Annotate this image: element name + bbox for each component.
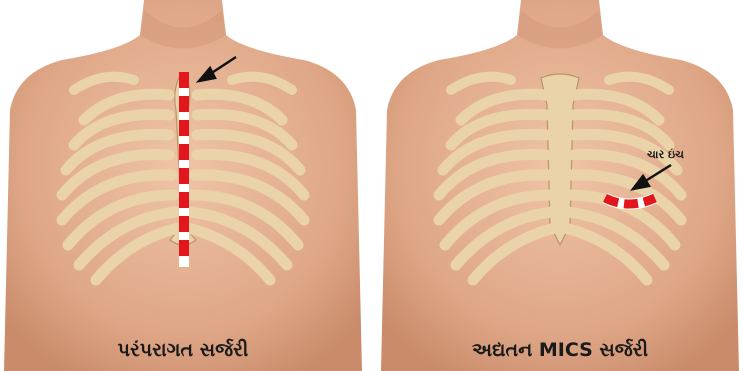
four-inch-label: ચાર ઇંચ: [647, 148, 684, 162]
traditional-surgery-panel: પરંપરાગત સર્જરી: [4, 0, 362, 371]
torso-illustration-right: [381, 0, 739, 371]
incision-line-long: [179, 72, 189, 267]
incision-line-short: [605, 198, 655, 204]
torso-illustration-left: [4, 0, 362, 371]
traditional-surgery-caption: પરંપરાગત સર્જરી: [4, 339, 362, 361]
mics-surgery-panel: ચાર ઇંચ અદ્યતન MICS સર્જરી: [381, 0, 739, 371]
mics-surgery-caption: અદ્યતન MICS સર્જરી: [381, 339, 739, 361]
